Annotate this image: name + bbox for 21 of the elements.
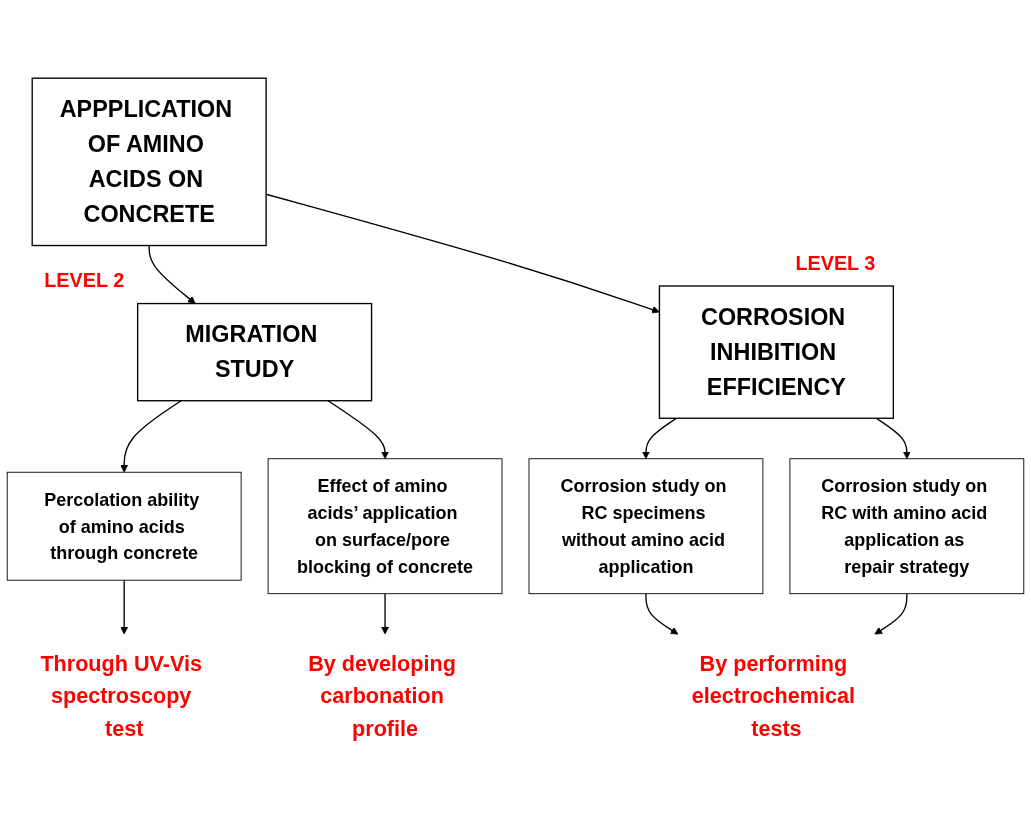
arrow <box>875 417 911 459</box>
node-box: Effect of amino acids’ application on surface/pore blocking of concrete <box>267 458 503 594</box>
node-box: APPPLICATION OF AMINO ACIDS ON CONCRETE <box>31 77 267 246</box>
arrow <box>327 399 389 459</box>
node-box: Percolation ability of amino acids through concrete <box>6 471 242 581</box>
arrow <box>381 592 389 635</box>
arrow <box>148 244 196 304</box>
arrow <box>120 579 129 635</box>
arrow <box>642 417 678 459</box>
arrow <box>645 592 679 635</box>
arrow <box>874 592 908 635</box>
node-text: Through UV-Vis spectroscopy test <box>40 651 202 741</box>
node-label: LEVEL 2 <box>44 269 125 292</box>
node-text: By developing carbonation profile <box>308 651 456 741</box>
node-box: Corrosion study on RC with amino acid application as repair strategy <box>789 458 1025 594</box>
node-box: CORROSION INHIBITION EFFICIENCY <box>658 285 895 419</box>
arrow <box>120 399 182 473</box>
node-label: LEVEL 3 <box>795 251 876 275</box>
node-box: MIGRATION STUDY <box>136 302 373 402</box>
node-text: By performing electrochemical tests <box>691 651 855 741</box>
node-box: Corrosion study on RC specimens without amino acid application <box>528 458 764 594</box>
